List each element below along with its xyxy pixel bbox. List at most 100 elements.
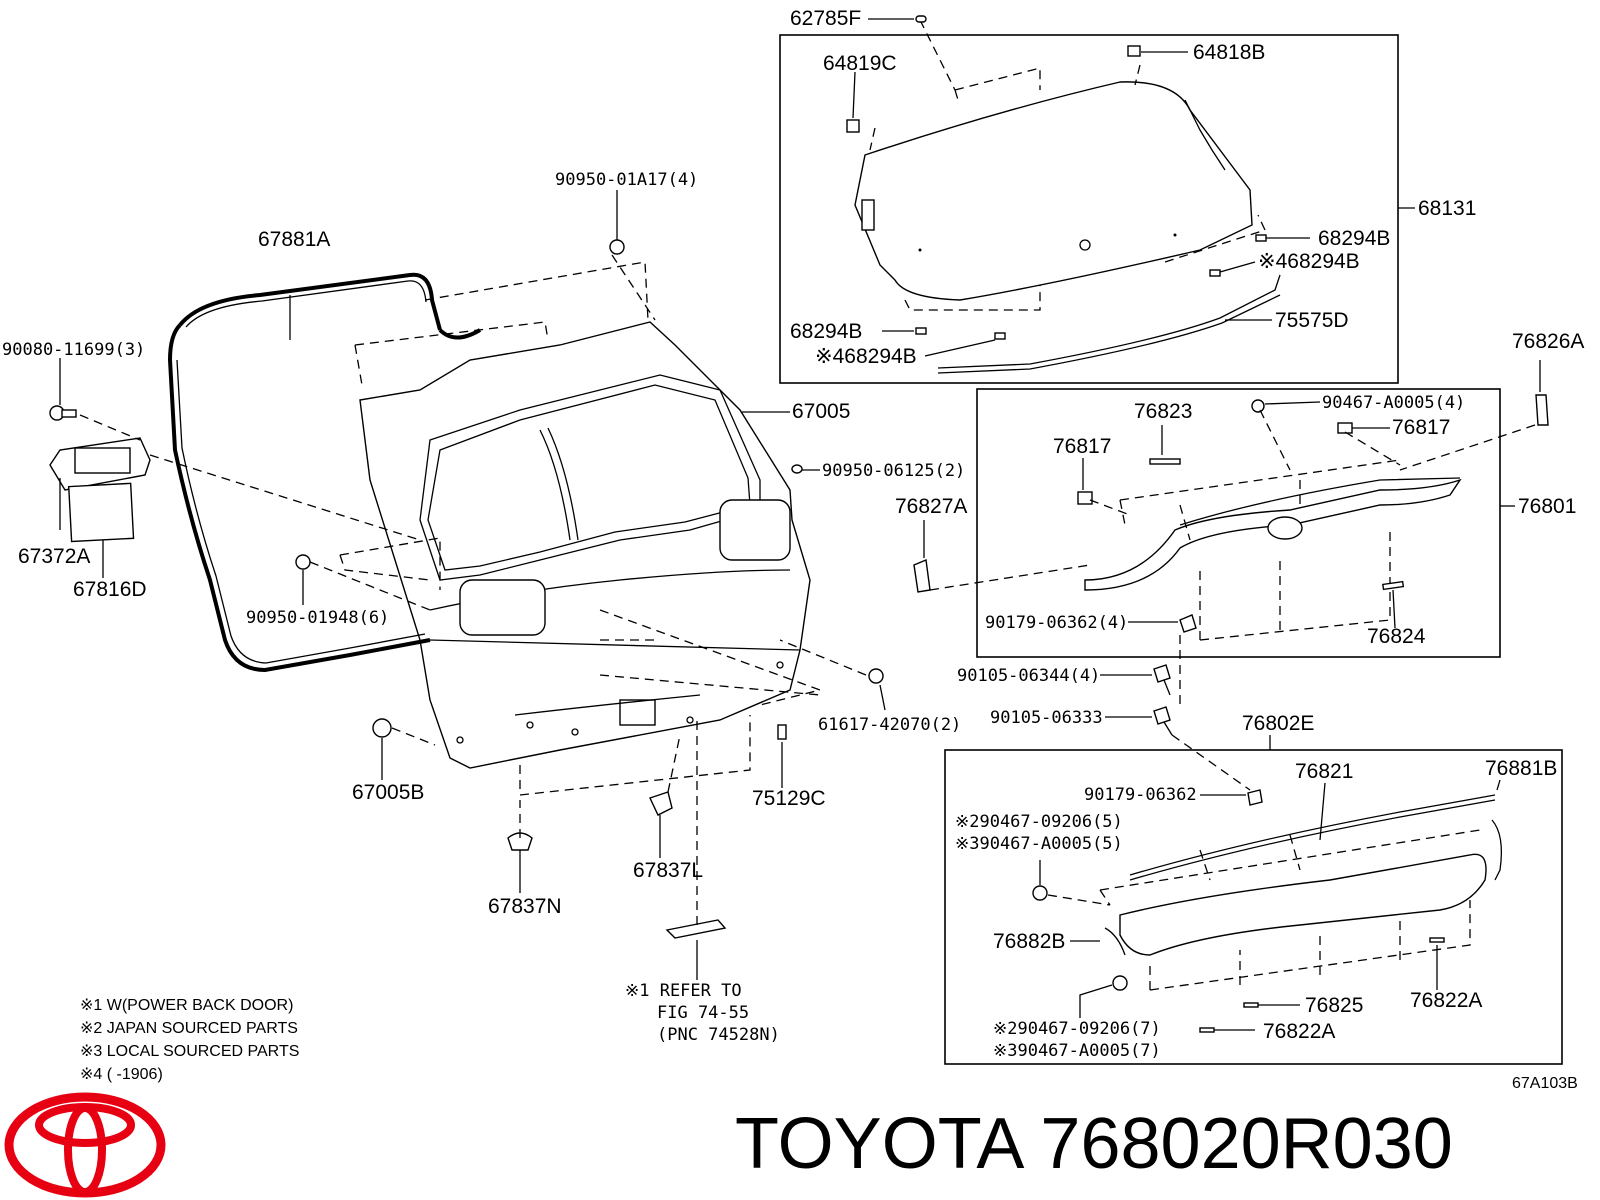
label-90467-09206-7: ※290467-09206(7) bbox=[993, 1019, 1161, 1039]
clip-68294B-3 bbox=[915, 327, 927, 335]
toyota-logo-icon bbox=[4, 1092, 166, 1198]
bolt-90105-06333 bbox=[1153, 706, 1173, 736]
label-90105-06344: 90105-06344(4) bbox=[957, 666, 1100, 686]
label-62785F: 62785F bbox=[790, 7, 861, 30]
nut-90179-06362 bbox=[1179, 614, 1197, 633]
legend-notes: ※1 W(POWER BACK DOOR) ※2 JAPAN SOURCED P… bbox=[80, 997, 299, 1083]
diagram-code: 67A103B bbox=[1512, 1075, 1578, 1092]
back-window-glass bbox=[854, 81, 1253, 301]
label-64819C: 64819C bbox=[823, 52, 897, 75]
label-90467-A0005-5: ※390467-A0005(5) bbox=[955, 834, 1123, 854]
bracket-76817-1 bbox=[1077, 491, 1093, 505]
label-76825: 76825 bbox=[1305, 994, 1363, 1017]
tape-76825 bbox=[1243, 1002, 1259, 1008]
clip-67837N bbox=[507, 832, 533, 851]
note-2: ※2 JAPAN SOURCED PARTS bbox=[80, 1020, 298, 1037]
bolt-90080-11699 bbox=[49, 405, 77, 421]
weatherstrip-67881A bbox=[178, 272, 482, 340]
label-68294B-a: 68294B bbox=[1318, 227, 1390, 250]
clip-90467-09206-5 bbox=[1032, 885, 1048, 901]
label-75129C: 75129C bbox=[752, 787, 826, 810]
label-90080-11699: 90080-11699(3) bbox=[2, 340, 145, 360]
label-67881A: 67881A bbox=[258, 228, 330, 251]
molding-76882B bbox=[1104, 927, 1126, 956]
clip-68294B-4 bbox=[994, 332, 1006, 340]
clip-61617-42070 bbox=[868, 668, 884, 684]
clip-62785F bbox=[915, 15, 927, 23]
label-68294B-d: ※468294B bbox=[815, 345, 917, 368]
bolt-90105-06344 bbox=[1153, 664, 1171, 696]
label-90179-06362: 90179-06362 bbox=[1084, 785, 1197, 805]
label-67005: 67005 bbox=[792, 400, 850, 423]
tape-76822A-b bbox=[1199, 1027, 1215, 1033]
reference-line-2: FIG 74-55 bbox=[657, 1003, 749, 1023]
clip-68294B-1 bbox=[1255, 234, 1267, 242]
tape-76822A bbox=[1429, 937, 1445, 943]
brand-title: TOYOTA 768020R030 bbox=[735, 1104, 1453, 1184]
clip-90467-09206-7 bbox=[1112, 975, 1128, 991]
part-labels: 62785F 64818B 64819C 68131 68294B ※46829… bbox=[2, 7, 1584, 1061]
label-90467-A0005: 90467-A0005(4) bbox=[1322, 393, 1465, 413]
nut-90179-06362-b bbox=[1247, 789, 1263, 806]
label-90950-01A17: 90950-01A17(4) bbox=[555, 170, 698, 190]
label-61617-42070: 61617-42070(2) bbox=[818, 715, 961, 735]
label-76827A: 76827A bbox=[895, 495, 967, 518]
label-76826A: 76826A bbox=[1512, 330, 1584, 353]
garnish-76801-box bbox=[976, 388, 1501, 658]
clip-67837L bbox=[649, 791, 673, 816]
reference-note: ※1 REFER TO FIG 74-55 (PNC 74528N) bbox=[625, 981, 780, 1045]
garnish-76802E-box bbox=[944, 749, 1563, 1065]
label-67816D: 67816D bbox=[73, 578, 147, 601]
clip-64818B bbox=[1127, 45, 1141, 57]
label-76801: 76801 bbox=[1518, 495, 1576, 518]
label-76817-b: 76817 bbox=[1053, 435, 1111, 458]
plate-75129C bbox=[777, 724, 787, 740]
molding-75575D bbox=[937, 274, 1281, 369]
label-67837L: 67837L bbox=[633, 859, 703, 882]
clip-90950-01A17 bbox=[609, 239, 625, 255]
reference-line-3: (PNC 74528N) bbox=[657, 1025, 780, 1045]
label-76881B: 76881B bbox=[1485, 757, 1557, 780]
reference-line-1: ※1 REFER TO bbox=[625, 981, 742, 1001]
label-76802E: 76802E bbox=[1242, 712, 1314, 735]
bracket-76817-2 bbox=[1337, 422, 1353, 434]
label-67837N: 67837N bbox=[488, 895, 562, 918]
label-76822A-b: 76822A bbox=[1263, 1020, 1335, 1043]
back-window-group-box bbox=[779, 34, 1399, 384]
grommet-90950-06125 bbox=[791, 464, 803, 474]
label-68131: 68131 bbox=[1418, 197, 1476, 220]
grommet-90950-01948 bbox=[295, 554, 311, 570]
label-90179-06362-4: 90179-06362(4) bbox=[985, 613, 1128, 633]
label-76822A-a: 76822A bbox=[1410, 989, 1482, 1012]
garnish-76802E bbox=[1099, 794, 1496, 991]
tape-76824 bbox=[1382, 580, 1405, 591]
note-4: ※4 ( -1906) bbox=[80, 1066, 163, 1083]
reference-plate bbox=[665, 919, 727, 939]
label-90105-06333: 90105-06333 bbox=[990, 708, 1103, 728]
label-75575D: 75575D bbox=[1275, 309, 1349, 332]
bracket-76827A bbox=[913, 559, 931, 593]
clip-90467-A0005 bbox=[1251, 399, 1265, 413]
clip-68294B-2 bbox=[1209, 269, 1221, 277]
bracket-76826A bbox=[1535, 394, 1549, 426]
back-door-handle bbox=[49, 437, 151, 543]
label-67005B: 67005B bbox=[352, 781, 424, 804]
tape-76823 bbox=[1149, 458, 1181, 465]
label-90950-06125: 90950-06125(2) bbox=[822, 461, 965, 481]
label-76882B: 76882B bbox=[993, 930, 1065, 953]
clip-64819C bbox=[846, 119, 860, 133]
label-90950-01948: 90950-01948(6) bbox=[246, 608, 389, 628]
note-3: ※3 LOCAL SOURCED PARTS bbox=[80, 1043, 299, 1060]
cushion-67005B bbox=[372, 718, 392, 738]
label-68294B-b: ※468294B bbox=[1258, 250, 1360, 273]
label-64818B: 64818B bbox=[1193, 41, 1265, 64]
label-68294B-c: 68294B bbox=[790, 320, 862, 343]
label-76824: 76824 bbox=[1367, 625, 1426, 648]
molding-76881B bbox=[1491, 819, 1503, 881]
label-76823: 76823 bbox=[1134, 400, 1192, 423]
note-1: ※1 W(POWER BACK DOOR) bbox=[80, 997, 293, 1014]
label-90467-09206-5: ※290467-09206(5) bbox=[955, 812, 1123, 832]
label-76821: 76821 bbox=[1295, 760, 1353, 783]
garnish-76801 bbox=[1084, 459, 1462, 641]
